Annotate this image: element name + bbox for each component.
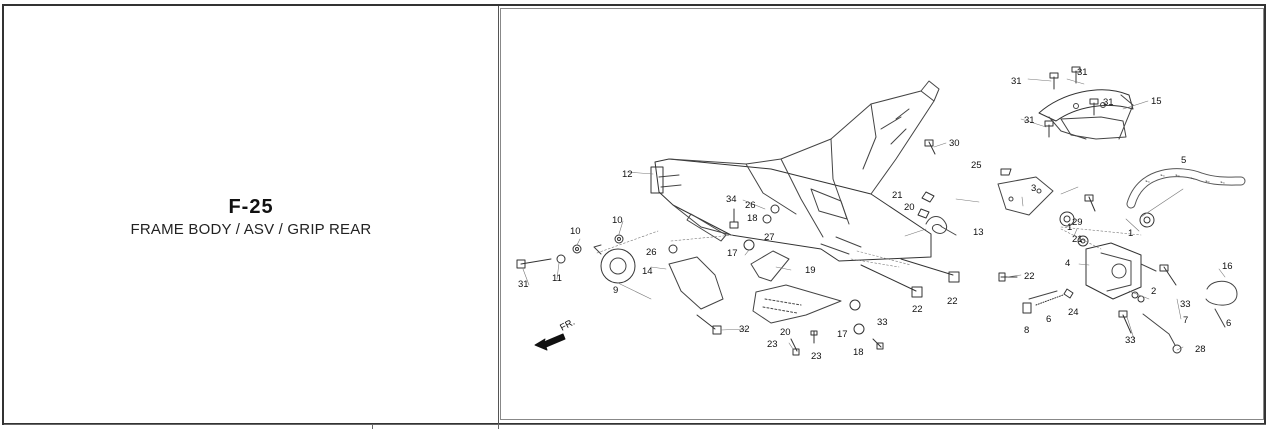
part-callout: 31 (1011, 76, 1022, 87)
part-callout: 9 (613, 285, 618, 296)
title-block: F-25 FRAME BODY / ASV / GRIP REAR (4, 196, 498, 238)
direction-indicator: FR. (534, 317, 577, 351)
part-callout: 20 (780, 327, 791, 338)
part-callout: 20 (904, 202, 915, 213)
part-callout: 31 (518, 279, 529, 290)
panel-divider (498, 6, 499, 424)
bottom-tick (498, 424, 499, 429)
part-callout: 24 (1068, 307, 1079, 318)
part-callout: 23 (811, 351, 822, 362)
arrow-front-icon (534, 333, 566, 351)
asv-hose (1126, 168, 1246, 209)
part-callout: 21 (892, 190, 903, 201)
page-code: F-25 (228, 196, 274, 218)
bottom-tick (372, 424, 373, 429)
part-callout: 15 (1151, 96, 1162, 107)
part-callout: 18 (747, 213, 758, 224)
part-callout: 26 (745, 200, 756, 211)
bottom-rule (4, 424, 1266, 425)
part-callout: 21 (1072, 234, 1083, 245)
part-callout: 26 (646, 247, 657, 258)
part-callout: 28 (1195, 344, 1206, 355)
part-callout: 10 (612, 215, 623, 226)
part-callout: 4 (1065, 258, 1070, 269)
part-callout: 19 (805, 265, 816, 276)
part-callout: 33 (1125, 335, 1136, 346)
leader-lines (522, 78, 1226, 351)
direction-label: FR. (558, 317, 577, 334)
part-callout: 13 (973, 227, 984, 238)
part-callout: 12 (622, 169, 633, 180)
part-callout: 3 (1031, 183, 1036, 194)
title-panel: F-25 FRAME BODY / ASV / GRIP REAR (4, 6, 498, 424)
part-callout: 29 (1072, 217, 1083, 228)
part-callout: 1 (1128, 228, 1133, 239)
part-callout: 10 (570, 226, 581, 237)
part-callout: 11 (552, 273, 562, 284)
part-callout: 22 (947, 296, 958, 307)
asv-valve (1085, 242, 1157, 300)
part-callout: 17 (727, 248, 738, 259)
part-callout: 8 (1024, 325, 1029, 336)
diagram-border (500, 8, 1264, 420)
part-callout: 2 (1151, 286, 1156, 297)
part-callout: 33 (1180, 299, 1191, 310)
part-callout: 7 (1183, 315, 1188, 326)
part-callout: 23 (767, 339, 778, 350)
frame-body (650, 80, 940, 262)
part-callout: 1 (1067, 222, 1072, 233)
part-callout: 5 (1181, 155, 1186, 166)
part-callout: 6 (1226, 318, 1231, 329)
part-callout: 14 (642, 266, 653, 277)
part-callout: 31 (1077, 67, 1088, 78)
part-callout: 30 (949, 138, 960, 149)
part-callout: 22 (912, 304, 923, 315)
part-callout: 16 (1222, 261, 1233, 272)
part-callout: 22 (1024, 271, 1035, 282)
part-callout: 18 (853, 347, 864, 358)
part-callout: 25 (971, 160, 982, 171)
part-callout: 27 (764, 232, 775, 243)
part-callout: 32 (739, 324, 750, 335)
part-callout: 31 (1024, 115, 1035, 126)
part-callout: 6 (1046, 314, 1051, 325)
bolts (516, 66, 1182, 356)
part-callout: 34 (726, 194, 737, 205)
part-callout: 17 (837, 329, 848, 340)
grip-rear (1038, 89, 1134, 140)
part-callout: 33 (877, 317, 888, 328)
exploded-parts-diagram: FR. 311110109261412342618271719322023231… (516, 66, 1246, 362)
part-callout: 31 (1103, 97, 1114, 108)
brackets (668, 176, 1054, 324)
page-title: FRAME BODY / ASV / GRIP REAR (130, 221, 372, 238)
